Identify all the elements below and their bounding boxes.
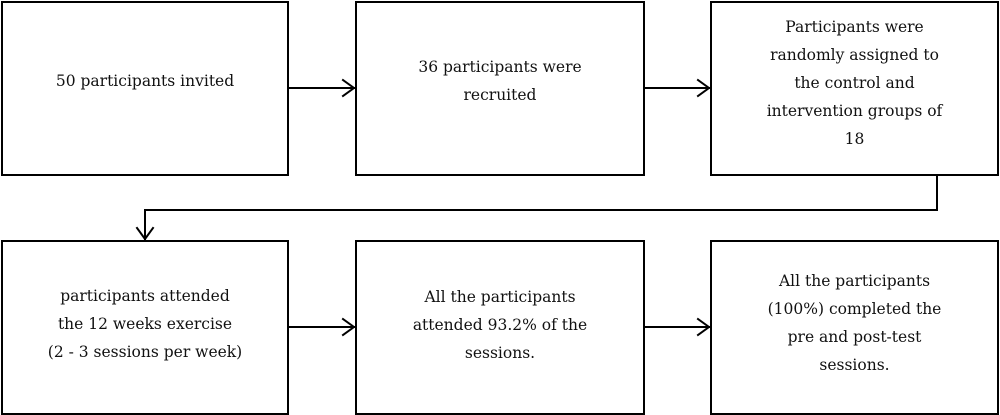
flow-step-completion: All the participants (100%) completed th… xyxy=(710,240,999,415)
flow-step-text: 36 participants were recruited xyxy=(418,57,582,104)
flow-step-text: Participants were randomly assigned to t… xyxy=(766,17,943,148)
flow-step-exercise: participants attended the 12 weeks exerc… xyxy=(1,240,289,415)
arrow-recruited-to-randomized xyxy=(645,78,711,98)
arrow-randomized-to-exercise xyxy=(135,176,938,241)
flow-step-text: participants attended the 12 weeks exerc… xyxy=(47,286,243,361)
arrow-exercise-to-attendance xyxy=(289,317,356,337)
flow-step-recruited: 36 participants were recruited xyxy=(355,1,645,176)
flow-step-text: 50 participants invited xyxy=(55,71,235,90)
flow-step-text: All the participants (100%) completed th… xyxy=(767,271,942,374)
flow-step-invited: 50 participants invited xyxy=(1,1,289,176)
arrow-invited-to-recruited xyxy=(289,78,356,98)
flow-step-randomized: Participants were randomly assigned to t… xyxy=(710,1,999,176)
arrow-attendance-to-completion xyxy=(645,317,711,337)
flow-step-attendance: All the participants attended 93.2% of t… xyxy=(355,240,645,415)
flow-step-text: All the participants attended 93.2% of t… xyxy=(412,287,588,362)
